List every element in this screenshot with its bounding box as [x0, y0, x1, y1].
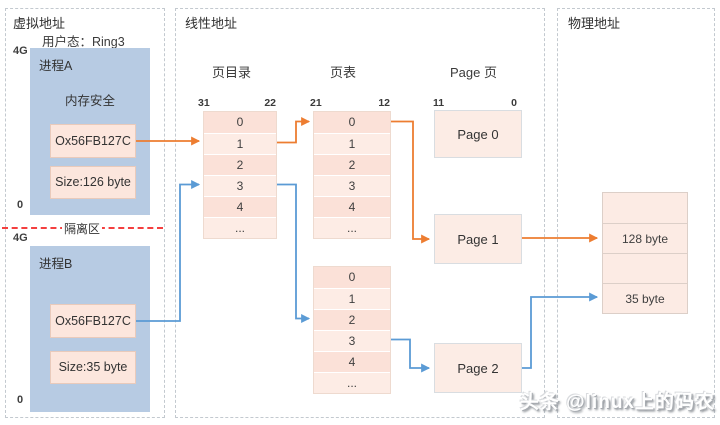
process-a-note: 内存安全 [64, 94, 115, 108]
process-a-scale-top: 4G [13, 45, 28, 57]
page-table-lower-row: 1 [314, 288, 390, 309]
page-table-lower-row: 4 [314, 351, 390, 372]
process-b-size-box: Size:35 byte [50, 351, 136, 384]
page-directory-row: 3 [204, 175, 276, 196]
page-1-box: Page 1 [434, 214, 522, 264]
page-table-lower-row: 3 [314, 330, 390, 351]
page-table-upper-row: 3 [314, 175, 390, 196]
page-2-box: Page 2 [434, 343, 522, 393]
page-directory-bit-range: 31 22 [198, 97, 276, 109]
page-table-bit-high: 21 [310, 97, 322, 109]
page-bit-low: 0 [511, 97, 517, 109]
page-bit-high: 11 [433, 97, 445, 109]
page-directory-row: 1 [204, 133, 276, 154]
page-directory-header: 页目录 [212, 65, 252, 80]
page-directory-bit-low: 22 [264, 97, 276, 109]
user-mode-label: 用户态：Ring3 [42, 35, 125, 49]
physical-address-title: 物理地址 [568, 16, 621, 31]
process-b-name: 进程B [39, 257, 73, 271]
page-table-upper: 0 1 2 3 4 ... [313, 111, 391, 239]
page-directory-row: ... [204, 217, 276, 238]
physical-memory-cell-35byte: 35 byte [603, 283, 687, 313]
physical-memory-column: 128 byte 35 byte [602, 192, 688, 314]
page-table-lower-row: 0 [314, 267, 390, 288]
linear-address-title: 线性地址 [185, 16, 238, 31]
process-b-address-box: Ox56FB127C [50, 304, 136, 338]
process-a-name: 进程A [39, 59, 73, 73]
physical-memory-cell [603, 193, 687, 223]
page-directory-table: 0 1 2 3 4 ... [203, 111, 277, 239]
page-directory-bit-high: 31 [198, 97, 210, 109]
page-bit-range: 11 0 [433, 97, 517, 109]
page-table-upper-row: 4 [314, 196, 390, 217]
process-b-scale-bottom: 0 [17, 394, 24, 406]
isolation-label: 隔离区 [62, 220, 103, 237]
page-table-upper-row: 0 [314, 112, 390, 133]
page-directory-row: 4 [204, 196, 276, 217]
page-table-bit-low: 12 [378, 97, 390, 109]
page-table-lower-row: 2 [314, 309, 390, 330]
page-0-box: Page 0 [434, 110, 522, 158]
page-column-header: Page 页 [450, 65, 497, 80]
page-table-upper-row: 2 [314, 154, 390, 175]
page-table-upper-row: 1 [314, 133, 390, 154]
page-directory-row: 2 [204, 154, 276, 175]
process-b-block: 进程B Ox56FB127C Size:35 byte [30, 246, 150, 412]
page-directory-row: 0 [204, 112, 276, 133]
process-a-address-box: Ox56FB127C [50, 124, 136, 158]
page-table-header: 页表 [330, 65, 357, 80]
page-table-lower-row: ... [314, 372, 390, 393]
physical-memory-cell-128byte: 128 byte [603, 223, 687, 253]
page-table-bit-range: 21 12 [310, 97, 390, 109]
process-a-scale-bottom: 0 [17, 199, 24, 211]
watermark: 头条 @linux上的码农 [519, 392, 715, 413]
physical-memory-cell [603, 253, 687, 283]
page-table-lower: 0 1 2 3 4 ... [313, 266, 391, 394]
page-table-upper-row: ... [314, 217, 390, 238]
process-a-block: 进程A 内存安全 Ox56FB127C Size:126 byte [30, 48, 150, 215]
process-a-size-box: Size:126 byte [50, 166, 136, 199]
process-b-scale-top: 4G [13, 232, 28, 244]
virtual-address-title: 虚拟地址 [13, 16, 66, 31]
